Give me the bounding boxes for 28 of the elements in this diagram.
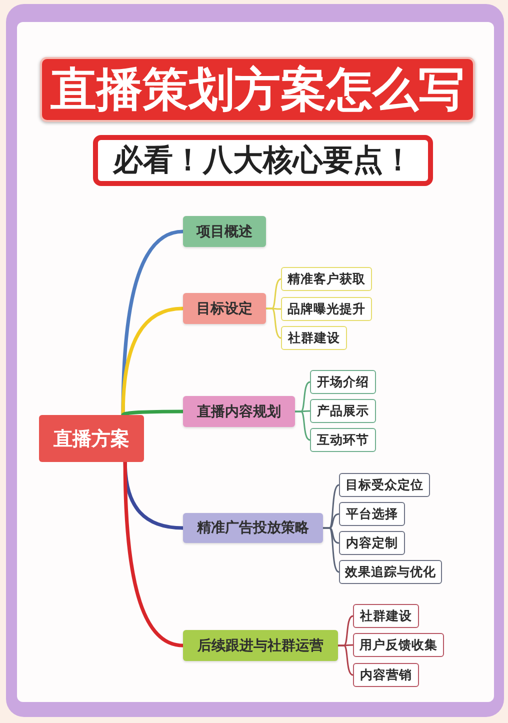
main-branch-line [121,410,185,417]
branch-topic: 项目概述 [183,216,266,247]
branch-topic: 直播内容规划 [183,396,295,427]
main-branch-line [121,306,185,417]
branch-topic: 目标设定 [183,293,266,324]
subtopic: 精准客户获取 [281,267,372,291]
subtopic: 用户反馈收集 [353,633,444,657]
subtitle-box: 必看！八大核心要点！ [93,135,433,186]
subtopic: 品牌曝光提升 [281,297,372,321]
title-banner: 直播策划方案怎么写 [40,57,475,122]
subtopic: 内容定制 [339,531,405,555]
branch-topic: 后续跟进与社群运营 [183,630,338,661]
subtopic: 目标受众定位 [339,473,430,497]
central-topic: 直播方案 [39,415,144,462]
branch-line [337,644,354,676]
subtopic: 社群建设 [353,604,419,628]
branch-line [265,308,282,339]
main-branch-line [123,460,185,648]
subtopic: 开场介绍 [310,370,376,394]
branch-topic: 精准广告投放策略 [183,513,323,543]
subtopic: 社群建设 [281,326,347,350]
subtopic: 效果追踪与优化 [339,560,442,584]
subtopic: 内容营销 [353,663,419,687]
branch-line [322,527,340,573]
subtopic: 产品展示 [310,399,376,423]
subtopic: 互动环节 [310,428,376,452]
subtopic: 平台选择 [339,502,405,526]
branch-line [294,410,311,441]
